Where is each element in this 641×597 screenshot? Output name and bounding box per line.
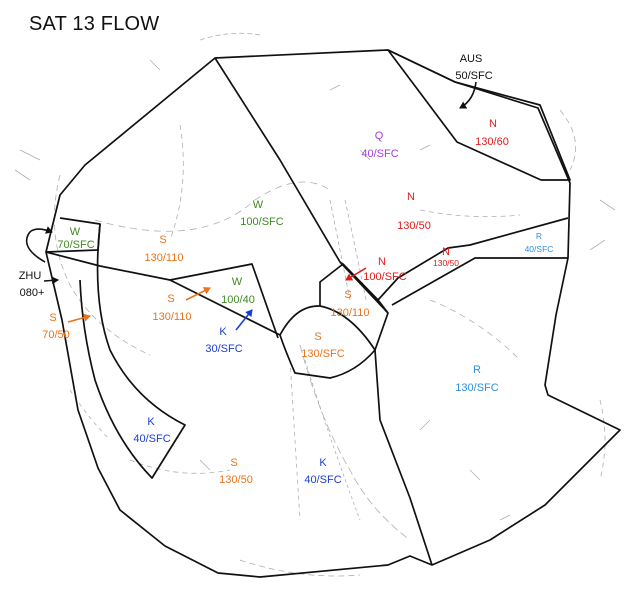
sector-r-small-letter: R [536, 231, 542, 241]
sector-boundaries [45, 49, 621, 578]
flow-arrows [25, 81, 477, 331]
sector-r-east-letter: R [473, 364, 481, 376]
boundary-w-upper-q [214, 57, 341, 263]
zhu-arrow [25, 226, 53, 263]
sector-n-center-alt: 100/SFC [363, 271, 406, 283]
sector-r-small-alt: 40/SFC [525, 244, 554, 254]
sector-n-middle-letter: N [407, 191, 415, 203]
sector-r-east-alt: 130/SFC [455, 382, 498, 394]
sector-n-center-letter: N [378, 256, 386, 268]
boundary-west-arc [79, 223, 186, 479]
boundary-n-r [391, 257, 568, 306]
sector-s-outside-alt: 70/50 [42, 329, 70, 341]
map-title: SAT 13 FLOW [29, 13, 160, 35]
sector-w-inner-letter: W [232, 276, 243, 288]
sector-n-middle-alt: 130/50 [397, 220, 431, 232]
sector-s-west-alt: 130/110 [145, 252, 184, 264]
sector-k-south-alt: 40/SFC [304, 474, 341, 486]
sector-s-center-letter: S [344, 289, 351, 301]
sector-s-inner-letter: S [167, 293, 174, 305]
sector-s-center-alt: 130/110 [331, 307, 370, 319]
sector-k-inner-alt: 30/SFC [205, 343, 242, 355]
entry-point-labels: AUS 50/SFC ZHU 080+ [19, 53, 493, 299]
sector-n-upper-letter: N [489, 118, 497, 130]
s-inner-arrow [185, 287, 211, 301]
sector-s-core-letter: S [314, 331, 321, 343]
sector-q-letter: Q [375, 130, 384, 142]
sector-k-west-letter: K [147, 416, 155, 428]
background-map-features [14, 32, 616, 577]
aus-alt: 50/SFC [455, 70, 492, 82]
zhu-arrow-short [43, 276, 59, 285]
sector-n-upper-alt: 130/60 [475, 136, 509, 148]
sector-n-east-alt: 130/50 [433, 258, 459, 268]
sector-s-outside-letter: S [49, 312, 56, 324]
sector-k-inner-letter: K [219, 326, 227, 338]
sector-n-east-letter: N [442, 246, 450, 258]
sector-labels: Q 40/SFC N 130/60 W 100/SFC N 130/50 W 7… [42, 118, 553, 486]
sector-q-alt: 40/SFC [361, 148, 398, 160]
sector-w-upper-letter: W [253, 199, 264, 211]
sector-w-upper-alt: 100/SFC [240, 216, 283, 228]
boundary-south [374, 349, 433, 566]
s-outside-arrow [67, 313, 91, 323]
k-inner-arrow [235, 309, 253, 331]
outer-boundary [45, 49, 621, 578]
sector-k-west-alt: 40/SFC [133, 433, 170, 445]
boundary-center-core [279, 263, 389, 379]
zhu-label: ZHU [19, 270, 42, 282]
boundary-n-upper [387, 49, 571, 181]
aus-arrow [459, 81, 477, 109]
sector-k-south-letter: K [319, 457, 327, 469]
boundary-core-divider [319, 305, 376, 351]
boundary-w-inner [169, 263, 279, 339]
sector-s-south-letter: S [230, 457, 237, 469]
sector-s-west-letter: S [159, 234, 166, 246]
sector-w-small-alt: 70/SFC [57, 239, 94, 251]
sector-w-inner-alt: 100/40 [221, 294, 255, 306]
n-center-arrow [345, 267, 367, 281]
zhu-alt: 080+ [20, 287, 45, 299]
sector-s-south-alt: 130/50 [219, 474, 253, 486]
sector-s-core-alt: 130/SFC [301, 348, 344, 360]
sector-s-inner-alt: 130/110 [153, 311, 192, 323]
aus-label: AUS [460, 53, 483, 65]
sector-w-small-letter: W [70, 226, 81, 238]
boundary-north-center [339, 261, 389, 314]
